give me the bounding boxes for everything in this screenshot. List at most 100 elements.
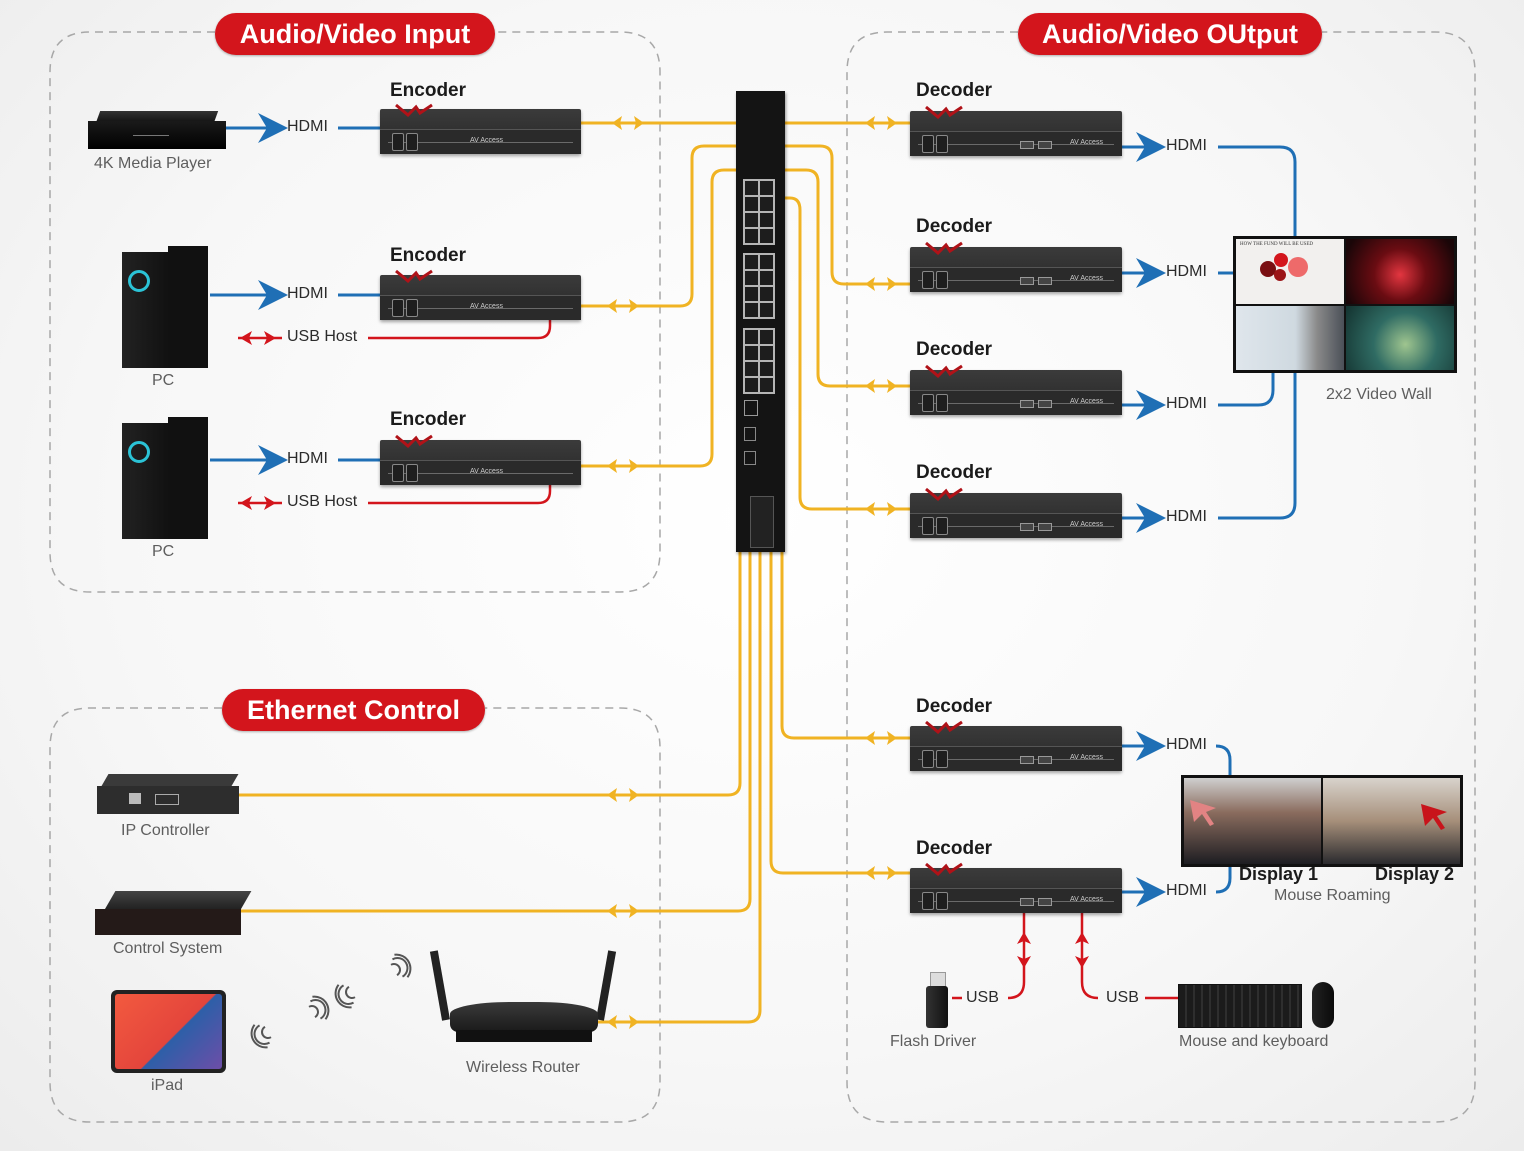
av-access-logo-icon xyxy=(925,241,963,255)
source-label: PC xyxy=(152,543,175,560)
eth-decoder-2 xyxy=(785,144,910,286)
hdmi-cables xyxy=(210,113,1297,907)
bidirectional-arrow-icon xyxy=(865,277,897,291)
eth-wireless-router xyxy=(595,552,762,1024)
hdmi-label: HDMI xyxy=(287,118,328,135)
eth-control-system xyxy=(240,552,752,913)
video-wall-label: 2x2 Video Wall xyxy=(1326,386,1432,403)
av-access-logo-icon xyxy=(925,487,963,501)
bidirectional-arrow-icon xyxy=(607,788,639,802)
usb-cables xyxy=(238,318,1178,1000)
video-wall-display: HOW THE FUND WILL BE USED xyxy=(1233,236,1457,373)
eth-decoder-3 xyxy=(785,168,910,388)
ethernet-cables xyxy=(238,121,910,1024)
slide-title: HOW THE FUND WILL BE USED xyxy=(1240,242,1314,247)
hdmi-label: HDMI xyxy=(1166,263,1207,280)
hdmi-label: HDMI xyxy=(1166,882,1207,899)
decoder-title: Decoder xyxy=(916,80,993,101)
display-1-label: Display 1 xyxy=(1239,864,1319,884)
decoder-title: Decoder xyxy=(916,462,993,483)
decoder-device: AV Access xyxy=(910,862,1122,913)
control-section-border xyxy=(49,707,661,1123)
decoder-device: AV Access xyxy=(910,105,1122,156)
av-access-logo-icon xyxy=(925,720,963,734)
eth-encoder-3 xyxy=(580,168,736,468)
bidirectional-arrow-icon xyxy=(607,904,639,918)
wifi-signal-icon xyxy=(250,1024,272,1049)
eth-decoder-5 xyxy=(780,552,910,740)
av-access-logo-icon xyxy=(395,269,433,283)
display-2-screen xyxy=(1323,778,1460,864)
bidirectional-arrow-icon xyxy=(865,866,897,880)
eth-ip-controller xyxy=(238,552,742,797)
wifi-signal-icons xyxy=(250,953,412,1049)
hdmi-label: HDMI xyxy=(1166,395,1207,412)
encoder-title: Encoder xyxy=(390,245,467,266)
bidirectional-arrow-icon xyxy=(240,331,276,345)
usb-host-label: USB Host xyxy=(287,493,358,510)
section-borders xyxy=(49,31,1476,1123)
encoder-device: AV Access xyxy=(380,434,581,485)
network-switch-icon xyxy=(736,91,785,552)
decoder-device: AV Access xyxy=(910,364,1122,415)
av-access-logo-icon xyxy=(395,434,433,448)
video-wall-tile xyxy=(1346,305,1454,370)
keyboard-mouse-icon xyxy=(1178,980,1338,1030)
av-access-logo-icon xyxy=(395,103,433,117)
section-title-control: Ethernet Control xyxy=(222,689,485,731)
av-access-logo-icon xyxy=(925,105,963,119)
av-access-logo-icon xyxy=(925,364,963,378)
decoder-title: Decoder xyxy=(916,696,993,717)
video-wall-tile xyxy=(1236,305,1344,370)
ethernet-arrows xyxy=(607,116,897,1029)
bidirectional-arrow-icon xyxy=(607,459,639,473)
av-access-logo-icon xyxy=(925,862,963,876)
usb-host-label: USB Host xyxy=(287,328,358,345)
hdmi-label: HDMI xyxy=(1166,508,1207,525)
mouse-roaming-caption: Mouse Roaming xyxy=(1274,887,1391,904)
encoder-device: AV Access xyxy=(380,103,581,154)
decoder-title: Decoder xyxy=(916,838,993,859)
encoder-title: Encoder xyxy=(390,80,467,101)
decoder-device: AV Access xyxy=(910,241,1122,292)
input-section-border xyxy=(49,31,661,593)
eth-decoder-4 xyxy=(785,196,910,511)
decoder-device: AV Access xyxy=(910,720,1122,771)
mouse-cursor-icon xyxy=(1190,800,1216,826)
decoder-device: AV Access xyxy=(910,487,1122,538)
usb-label: USB xyxy=(966,989,999,1006)
encoder-title: Encoder xyxy=(390,409,467,430)
eth-decoder-6 xyxy=(769,552,910,875)
section-title-output: Audio/Video OUtput xyxy=(1018,13,1322,55)
tablet-icon xyxy=(111,990,226,1073)
usb-arrows xyxy=(240,331,1089,968)
bidirectional-arrow-icon xyxy=(240,496,276,510)
bidirectional-arrow-icon xyxy=(865,116,897,130)
hdmi-label: HDMI xyxy=(1166,137,1207,154)
source-label: 4K Media Player xyxy=(94,155,212,172)
bidirectional-arrow-icon xyxy=(865,731,897,745)
wifi-signal-icon xyxy=(308,995,330,1020)
bidirectional-arrow-icon xyxy=(865,502,897,516)
display-2-label: Display 2 xyxy=(1375,864,1455,884)
video-wall-tile: HOW THE FUND WILL BE USED xyxy=(1236,239,1344,304)
source-label: PC xyxy=(152,372,175,389)
hdmi-label: HDMI xyxy=(287,450,328,467)
control-device-label: Wireless Router xyxy=(466,1059,580,1076)
pc-tower-icon xyxy=(118,242,208,370)
wireless-router-icon xyxy=(429,950,617,1048)
display-1-screen xyxy=(1184,778,1321,864)
hdmi-label: HDMI xyxy=(1166,736,1207,753)
control-device-label: Control System xyxy=(113,940,223,957)
bidirectional-arrow-icon xyxy=(1075,932,1089,968)
peripheral-label: Flash Driver xyxy=(890,1033,977,1050)
bidirectional-arrow-icon xyxy=(865,379,897,393)
control-device-label: iPad xyxy=(151,1077,184,1094)
decoder-title: Decoder xyxy=(916,216,993,237)
decoder-title: Decoder xyxy=(916,339,993,360)
usb-label: USB xyxy=(1106,989,1139,1006)
encoder-device: AV Access xyxy=(380,269,581,320)
eth-encoder-2 xyxy=(580,144,736,308)
bidirectional-arrow-icon xyxy=(1017,932,1031,968)
